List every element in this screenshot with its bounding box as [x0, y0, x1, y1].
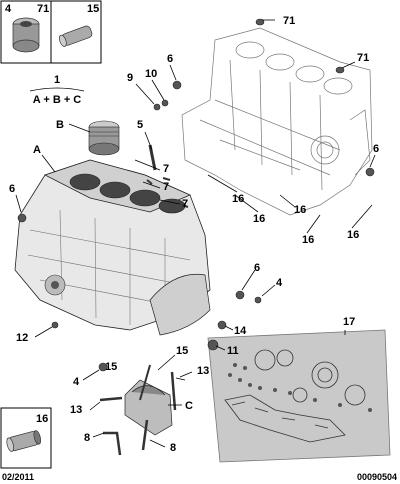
callout-c: C: [185, 400, 193, 412]
callout-15: 15: [105, 361, 117, 373]
callout-4: 4: [73, 376, 80, 388]
fastener-parts: [17, 18, 375, 456]
dowel-sleeve-icon: [6, 430, 42, 452]
callout-6: 6: [167, 53, 173, 65]
callout-12: 12: [16, 332, 28, 344]
callout-8: 8: [170, 442, 176, 454]
callout-13: 13: [70, 404, 82, 416]
callout-10: 10: [145, 68, 157, 80]
bushing-part-icon: [12, 17, 40, 53]
callout-11: 11: [227, 345, 239, 357]
callout-16: 16: [253, 213, 265, 225]
callout-16: 16: [347, 229, 359, 241]
bearing-cap-part: [124, 379, 173, 436]
callout-4: 4: [276, 277, 283, 289]
callout-9: 9: [127, 72, 133, 84]
dowel-pin-icon: [59, 25, 93, 47]
footer-code: 00090504: [356, 472, 397, 482]
callout-7: 7: [163, 163, 169, 175]
callout-16: 16: [302, 234, 314, 246]
callout-17: 17: [343, 316, 355, 328]
block-outline-view: [181, 27, 373, 216]
callout-71: 71: [357, 52, 369, 64]
callout-a: A: [33, 144, 41, 156]
callout-16: 16: [294, 204, 306, 216]
inset-box-bottom-left: 16: [0, 407, 52, 469]
callout-8: 8: [84, 432, 90, 444]
engine-block: [14, 159, 211, 336]
callout-6: 6: [9, 183, 15, 195]
inset-label-16: 16: [36, 413, 48, 425]
callout-6: 6: [254, 262, 260, 274]
legend-number: 1: [54, 74, 60, 86]
callout-16: 16: [232, 193, 244, 205]
callout-labels: 71 71 6 9 10 5 B A 6 6 7 7 7 16 16 16 16…: [9, 15, 379, 454]
inset-label-4: 4: [5, 3, 12, 15]
footer-date: 02/2011: [2, 472, 35, 482]
callout-5: 5: [137, 119, 143, 131]
legend-formula: A + B + C: [33, 94, 82, 106]
inset-label-71: 71: [37, 3, 49, 15]
callout-b: B: [56, 119, 64, 131]
inset-box-top-left: 4 71 15: [0, 0, 102, 64]
callout-7: 7: [182, 198, 188, 210]
callout-7: 7: [163, 181, 169, 193]
gasket-kit: [207, 329, 391, 463]
callout-13: 13: [197, 365, 209, 377]
callout-15: 15: [176, 345, 188, 357]
legend: 1 A + B + C: [29, 74, 85, 106]
callout-6: 6: [373, 143, 379, 155]
inset-label-15: 15: [87, 3, 99, 15]
callout-71: 71: [283, 15, 295, 27]
leader-lines: [15, 19, 376, 448]
piston-part: [88, 120, 120, 156]
callout-14: 14: [234, 325, 247, 337]
